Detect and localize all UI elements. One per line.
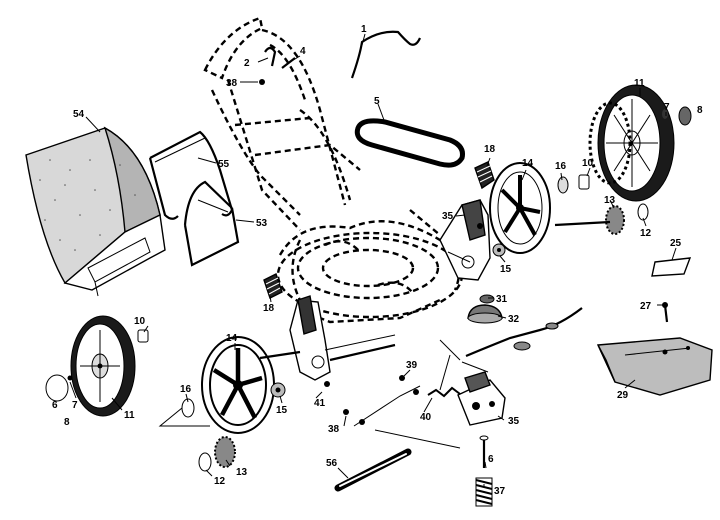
callout-14-left: 14 <box>226 333 238 344</box>
callout-16-left: 16 <box>180 384 192 395</box>
control-cable <box>465 307 583 358</box>
part-6-pin <box>479 435 489 468</box>
part-12-washer-right <box>637 203 649 221</box>
part-27-bolt <box>662 302 669 323</box>
callout-39: 39 <box>406 360 418 371</box>
part-53-bag-frame-bottom <box>183 180 240 267</box>
part-14-drive-wheel-right <box>489 162 551 254</box>
part-16-spacer-right <box>557 176 569 194</box>
callout-53: 53 <box>256 218 268 229</box>
callout-15-left: 15 <box>276 405 288 416</box>
callout-31: 31 <box>496 294 508 305</box>
part-6-hubcap-left <box>45 374 69 402</box>
part-35-transmission-lower <box>457 361 506 426</box>
callout-37: 37 <box>494 486 506 497</box>
callout-1: 1 <box>361 24 367 35</box>
callout-18-left: 18 <box>263 303 275 314</box>
part-12-washer-left <box>198 452 212 472</box>
callout-6-bottom: 6 <box>488 454 494 465</box>
part-18-drive-gear-top <box>474 161 495 190</box>
part-18-drive-gear-left <box>263 273 283 299</box>
callout-4: 4 <box>300 46 306 57</box>
part-55-bag-frame <box>148 130 234 220</box>
part-13-gear-left <box>214 436 236 468</box>
callout-10-top: 10 <box>582 158 594 169</box>
callout-6-left: 6 <box>52 400 58 411</box>
part-7-screw-left <box>67 375 73 381</box>
callout-55: 55 <box>218 159 230 170</box>
callout-38-bottom: 38 <box>328 424 340 435</box>
callout-2: 2 <box>244 58 250 69</box>
callout-15-top: 15 <box>500 264 512 275</box>
part-25-decal <box>651 257 692 277</box>
part-37-spring <box>475 477 493 507</box>
callout-25: 25 <box>670 238 682 249</box>
part-31-knob <box>479 294 495 304</box>
part-13-gear-right <box>554 205 625 235</box>
callout-13-left: 13 <box>236 467 248 478</box>
part-10-axle-bushing-right <box>578 174 590 190</box>
part-14-drive-wheel-left <box>201 336 275 434</box>
callout-11-top: 11 <box>634 78 645 89</box>
callout-7-top: 7 <box>664 102 670 113</box>
callout-labels: 1 2 4 38 5 54 55 53 18 14 16 10 11 7 8 3… <box>52 24 703 497</box>
callout-56: 56 <box>326 458 338 469</box>
part-38-39-40-41-hardware <box>259 46 461 425</box>
callout-38-top: 38 <box>226 78 238 89</box>
part-10-axle-bushing-left <box>137 329 149 343</box>
callout-35-bottom: 35 <box>508 416 520 427</box>
part-15-nut-left <box>270 382 286 398</box>
part-bracket-left-housing <box>259 295 396 381</box>
callout-8-left: 8 <box>64 417 70 428</box>
part-35-gear-housing <box>439 199 491 281</box>
callout-35-top: 35 <box>442 211 454 222</box>
part-11-front-wheel-left <box>70 315 136 417</box>
callout-12-top: 12 <box>640 228 652 239</box>
callout-16-top: 16 <box>555 161 567 172</box>
callout-12-left: 12 <box>214 476 226 487</box>
callout-40: 40 <box>420 412 432 423</box>
callout-18-top: 18 <box>484 144 496 155</box>
part-5-drive-belt <box>354 118 465 168</box>
handle-assembly <box>203 16 361 231</box>
part-29-discharge-chute <box>596 337 713 396</box>
callout-41: 41 <box>314 398 326 409</box>
callout-14-top: 14 <box>522 158 534 169</box>
callout-54: 54 <box>73 109 85 120</box>
callout-10-left: 10 <box>134 316 146 327</box>
callout-13-top: 13 <box>604 195 616 206</box>
leader-lines <box>69 33 677 488</box>
part-11-rear-wheel-right <box>588 84 675 202</box>
callout-5: 5 <box>374 96 380 107</box>
part-32-dome-cap <box>467 304 503 324</box>
callout-11-left: 11 <box>124 410 135 421</box>
part-54-grass-bag <box>25 126 166 297</box>
part-15-nut-top <box>492 243 506 257</box>
callout-32: 32 <box>508 314 520 325</box>
callout-27: 27 <box>640 301 652 312</box>
callout-8-top: 8 <box>697 105 703 116</box>
callout-7-left: 7 <box>72 400 78 411</box>
callout-29: 29 <box>617 390 629 401</box>
part-7-8-hubcap-right <box>662 106 692 126</box>
part-1-control-bail <box>350 30 422 79</box>
part-56-axle <box>334 448 412 492</box>
